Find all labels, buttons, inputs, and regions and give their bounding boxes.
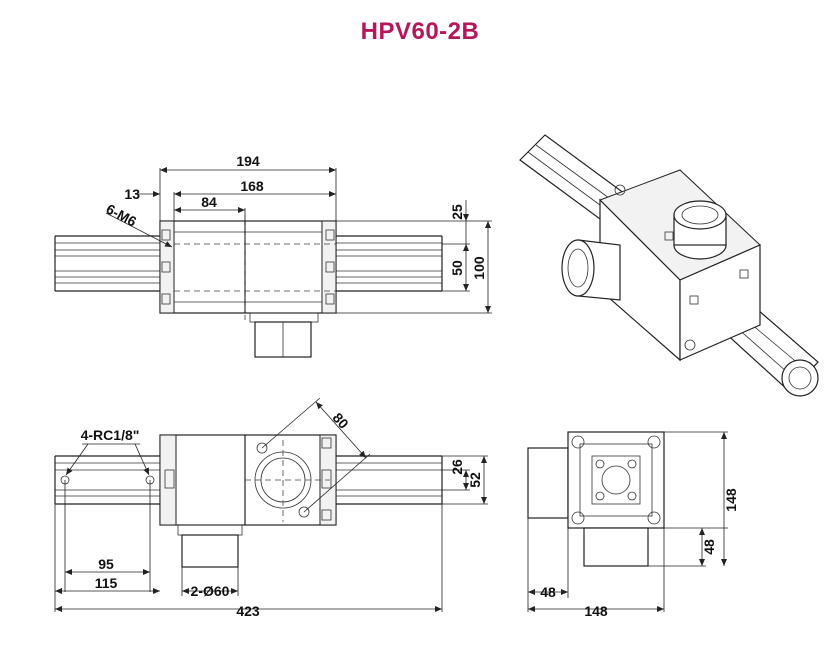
dim-width: 148 <box>584 603 608 619</box>
dim-overall-width: 194 <box>236 153 260 169</box>
dim-rail-inner: 26 <box>449 459 465 475</box>
dim-port-to-body: 115 <box>95 575 118 591</box>
dim-diagonal: 80 <box>330 410 352 432</box>
thread-note: 6-M6 <box>104 201 140 230</box>
dim-port-dia: 2-Ø60 <box>191 583 230 599</box>
dim-port-spacing: 95 <box>98 556 114 572</box>
dim-port-offset: 48 <box>540 584 556 600</box>
dim-offset-left: 13 <box>124 186 140 202</box>
top-view: 194 13 168 84 6-M6 25 50 100 <box>54 153 492 358</box>
dim-overall-length: 423 <box>236 603 260 619</box>
top-view-body <box>159 215 337 358</box>
side-view: 148 48 48 148 <box>527 431 739 619</box>
dim-half-width: 84 <box>201 194 217 210</box>
drawing-title: HPV60-2B <box>360 18 480 45</box>
dim-top-offset: 25 <box>449 204 465 220</box>
dim-height: 148 <box>723 488 739 512</box>
top-view-dimensions: 194 13 168 84 6-M6 25 50 100 <box>104 153 492 314</box>
dim-port-height: 48 <box>701 539 717 555</box>
front-view: 4-RC1/8" 80 26 52 95 115 2-Ø60 423 <box>54 397 488 619</box>
front-view-body <box>159 434 337 568</box>
dim-total-height: 100 <box>471 256 487 280</box>
isometric-view <box>519 134 819 397</box>
side-view-dimensions: 148 48 48 148 <box>527 431 739 619</box>
front-view-dimensions: 4-RC1/8" 80 26 52 95 115 2-Ø60 423 <box>54 397 488 619</box>
dim-mid-height: 50 <box>449 260 465 276</box>
dim-body-width: 168 <box>240 178 264 194</box>
port-note: 4-RC1/8" <box>81 427 140 443</box>
dim-rail-outer: 52 <box>467 472 483 488</box>
